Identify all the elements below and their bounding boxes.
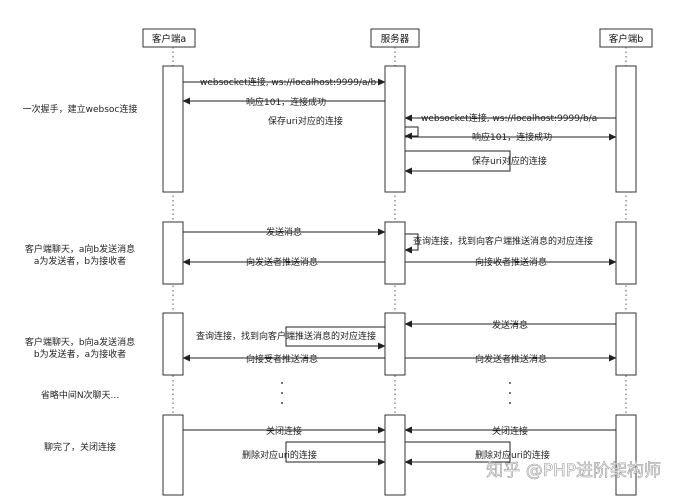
msg-push-sender-a: 向发送者推送消息 [246,256,318,268]
activation-b-2 [615,221,637,285]
msg-resp-101-b: 响应101，连接成功 [472,131,552,143]
participant-client-a-label: 客户端a [152,33,186,45]
msg-push-receiver-a: 向接受者推送消息 [246,353,318,365]
activation-server-2 [384,221,406,285]
arrow-self-query-2 [285,326,386,350]
activation-b-1 [615,65,637,193]
arrow-self-delete-a [285,441,386,466]
phase-handshake-label: 一次握手，建立websoc连接 [23,103,138,115]
activation-server-1 [384,65,406,193]
message-labels: websocket连接, ws://localhost:9999/a/b 响应1… [196,76,597,461]
msg-close-a: 关闭连接 [266,425,302,437]
msg-send-a: 发送消息 [266,226,302,238]
phase-chat2-label-1: 客户端聊天，b向a发送消息 [25,336,135,348]
msg-close-b: 关闭连接 [492,425,528,437]
msg-delete-uri-a: 删除对应uri的连接 [242,449,317,461]
message-arrows [182,78,617,466]
msg-push-receiver-b: 向接收者推送消息 [475,256,547,268]
arrow-self-delete-b [404,441,511,466]
arrow-self-save-uri-a [404,126,419,140]
msg-ws-connect-a: websocket连接, ws://localhost:9999/a/b [200,76,376,88]
phase-chat1-label-1: 客户端聊天，a向b发送消息 [25,243,135,255]
phase-chat2-label-2: b为发送者，a为接收者 [34,348,126,360]
msg-save-uri-a: 保存uri对应的连接 [268,115,343,127]
activation-server-3 [384,312,406,376]
activation-b-4 [615,414,637,496]
phase-close-label: 聊完了，关闭连接 [44,441,116,453]
participant-server-label: 服务器 [381,33,410,45]
participant-client-b: 客户端b [599,28,653,48]
activation-a-1 [162,65,184,193]
activation-a-3 [162,312,184,376]
phase-chat1-label-2: a为发送者，b为接收者 [34,255,126,267]
activation-server-4 [384,414,406,496]
activation-a-2 [162,221,184,285]
msg-push-sender-b: 向发送者推送消息 [475,353,547,365]
omitted-dots [281,382,511,404]
participant-client-a: 客户端a [142,28,196,48]
participant-client-b-label: 客户端b [609,33,644,45]
activation-b-3 [615,312,637,376]
msg-save-uri-b: 保存uri对应的连接 [472,155,547,167]
msg-ws-connect-b: websocket连接, ws://localhost:9999/b/a [421,112,597,124]
phase-omitted-label: 省略中间N次聊天... [41,389,119,401]
activation-boxes [162,65,637,496]
activation-a-4 [162,414,184,496]
arrow-self-query-1 [404,233,419,254]
msg-query-1: 查询连接，找到向客户端推送消息的对应连接 [413,235,593,247]
arrow-self-save-uri-b [404,150,511,175]
participant-server: 服务器 [370,28,420,48]
msg-delete-uri-b: 删除对应uri的连接 [475,449,550,461]
msg-resp-101-a: 响应101，连接成功 [246,96,326,108]
watermark: 知乎 @PHP进阶架构师 [486,461,661,481]
msg-send-b: 发送消息 [492,319,528,331]
msg-query-2: 查询连接，找到向客户端推送消息的对应连接 [196,330,376,342]
